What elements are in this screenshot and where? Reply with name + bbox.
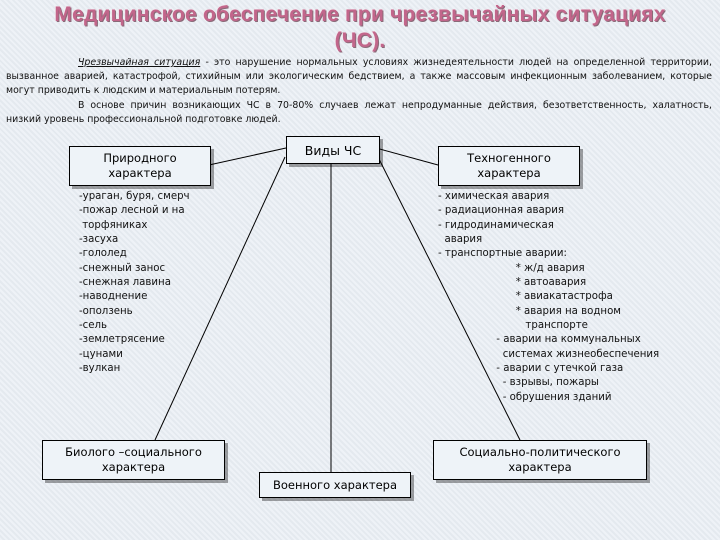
technogenic-list: - химическая авария - радиационная авария… bbox=[438, 190, 659, 405]
natural-list-item: -снежная лавина bbox=[79, 277, 171, 289]
causes-paragraph: В основе причин возникающих ЧС в 70-80% … bbox=[6, 99, 712, 125]
connector-root-natural bbox=[208, 147, 287, 166]
natural-list-item: -засуха bbox=[79, 234, 119, 246]
sociopolitical-label: Социально-политического характера bbox=[459, 445, 621, 474]
technogenic-list-item: - взрывы, пожары bbox=[438, 377, 599, 389]
natural-list-item: -землетрясение bbox=[79, 334, 165, 346]
technogenic-list-item: - аварии с утечкой газа bbox=[438, 363, 624, 375]
technogenic-list-item: * авиакатастрофа bbox=[438, 291, 613, 303]
connector-root-biosocial bbox=[154, 156, 286, 441]
technogenic-list-item: системах жизнеобеспечения bbox=[438, 348, 660, 360]
natural-list-item: -ураган, буря, смерч bbox=[79, 191, 190, 202]
technogenic-label: Техногенного характера bbox=[467, 151, 551, 180]
technogenic-box: Техногенного характера bbox=[438, 146, 580, 186]
natural-list-item: -сель bbox=[79, 320, 108, 332]
definition-paragraph: Чрезвычайная ситуация - это нарушение но… bbox=[6, 56, 712, 99]
natural-list: -ураган, буря, смерч -пожар лесной и на т… bbox=[79, 190, 190, 376]
title-line-2: (ЧС). bbox=[334, 29, 386, 52]
technogenic-list-item: - радиационная авария bbox=[438, 205, 564, 217]
root-label: Виды ЧС bbox=[304, 142, 362, 158]
technogenic-list-item: - обрушения зданий bbox=[438, 391, 612, 403]
technogenic-list-item: - гидродинамическая bbox=[438, 219, 554, 231]
natural-list-item: -гололед bbox=[79, 248, 127, 260]
natural-label: Природного характера bbox=[103, 151, 177, 180]
connector-root-technogenic bbox=[375, 147, 439, 166]
sociopolitical-box: Социально-политического характера bbox=[433, 440, 647, 480]
technogenic-list-item: * авария на водном bbox=[438, 305, 621, 317]
natural-list-item: -цунами bbox=[79, 348, 123, 360]
natural-list-item: торфяниках bbox=[79, 219, 148, 231]
biosocial-box: Биолого –социального характера bbox=[42, 440, 225, 480]
definition-text: - это нарушение нормальных условиях жизн… bbox=[6, 57, 713, 97]
natural-list-item: -наводнение bbox=[79, 291, 148, 303]
root-box: Виды ЧС bbox=[286, 136, 380, 164]
page-title: Медицинское обеспечение при чрезвычайных… bbox=[0, 2, 720, 54]
intro-text: Чрезвычайная ситуация - это нарушение но… bbox=[6, 56, 712, 127]
technogenic-list-item: * автоавария bbox=[438, 277, 587, 289]
term-emergency: Чрезвычайная ситуация bbox=[78, 57, 201, 68]
technogenic-list-item: - химическая авария bbox=[438, 191, 550, 202]
natural-list-item: -вулкан bbox=[79, 363, 121, 375]
connector-root-sociopolitical bbox=[377, 156, 521, 441]
title-line-1: Медицинское обеспечение при чрезвычайных… bbox=[54, 3, 666, 26]
natural-list-item: -пожар лесной и на bbox=[79, 205, 185, 217]
natural-list-item: -снежный занос bbox=[79, 262, 166, 274]
technogenic-list-item: транспорте bbox=[438, 320, 588, 332]
technogenic-list-item: - аварии на коммунальных bbox=[438, 334, 641, 346]
natural-box: Природного характера bbox=[69, 146, 211, 186]
military-label: Военного характера bbox=[272, 477, 398, 492]
technogenic-list-item: - транспортные аварии: bbox=[438, 248, 567, 260]
technogenic-list-item: * ж/д авария bbox=[438, 262, 585, 274]
natural-list-item: -оползень bbox=[79, 305, 133, 317]
military-box: Военного характера bbox=[259, 472, 411, 498]
biosocial-label: Биолого –социального характера bbox=[65, 445, 202, 474]
technogenic-list-item: авария bbox=[438, 234, 483, 246]
